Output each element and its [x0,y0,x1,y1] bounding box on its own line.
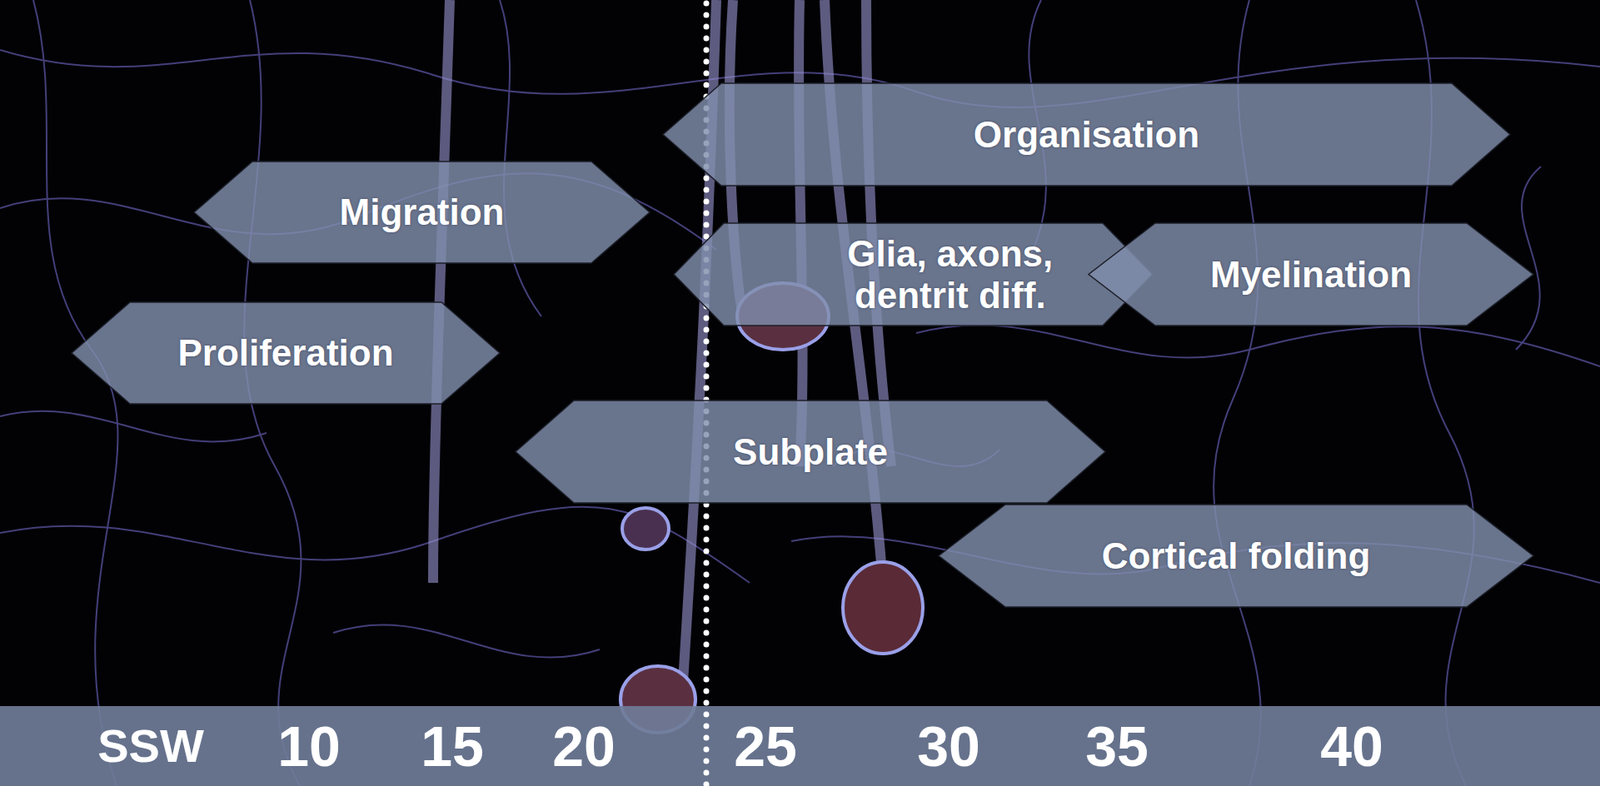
axis-unit: SSW [97,722,205,770]
phase-label: Cortical folding [1101,535,1371,577]
phase-label: Organisation [973,114,1200,155]
phase-label: Myelination [1210,254,1412,295]
phase-band: Organisation [662,83,1511,186]
hexagon-shape [71,302,500,404]
neuron-bodies [620,283,923,733]
phase-band: Migration [194,161,650,264]
axis-tick: 30 [917,717,981,775]
phase-band: Subplate [515,400,1106,504]
axis-tick: 25 [733,717,798,775]
hexagon-shape [938,504,1534,608]
phase-label: Proliferation [177,332,394,374]
phase-band: Glia, axons, dentrit diff. [673,223,1153,326]
axis-tick: 10 [277,717,341,775]
axis-tick: 15 [420,717,484,775]
hexagon-shape [194,161,650,264]
phase-label: Subplate [732,431,888,473]
hexagon-shape [1088,223,1534,326]
hexagon-shape [662,83,1511,186]
hexagon-shape [673,223,1153,326]
axis-tick: 20 [552,717,616,775]
axis-tick: 35 [1085,717,1149,775]
axis-tick: 40 [1320,717,1384,775]
axis-band [0,706,1600,786]
phase-band: Myelination [1088,223,1534,326]
phase-band: Proliferation [71,302,500,404]
hexagon-shape [515,400,1106,504]
phase-label: Migration [339,191,505,233]
phase-label: Glia, axons, dentrit diff. [808,233,1092,316]
phase-band: Cortical folding [938,504,1534,608]
